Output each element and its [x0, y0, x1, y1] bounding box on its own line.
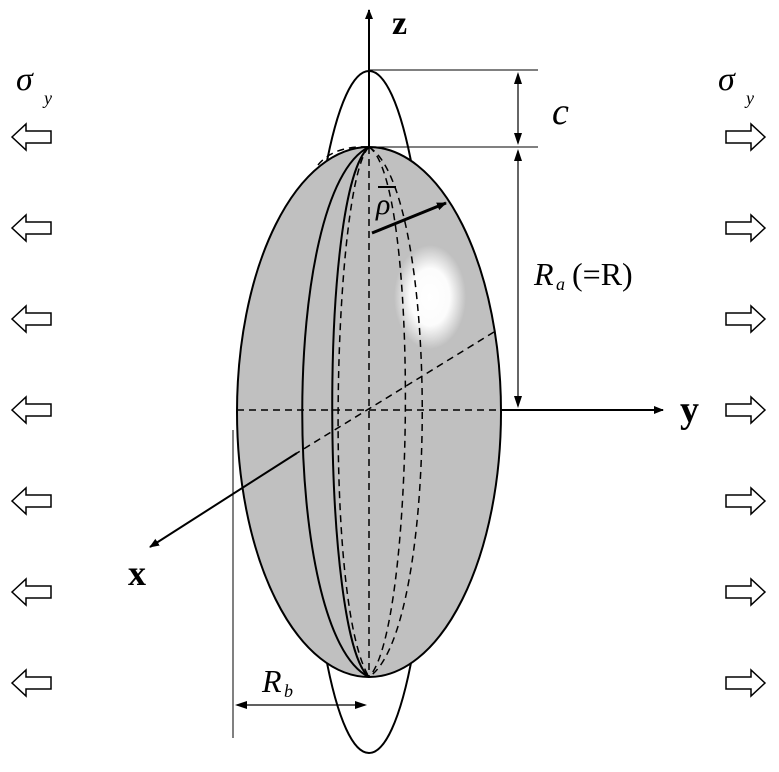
stress-arrows-left — [10, 122, 52, 698]
dim-c-arrow-bot — [514, 133, 522, 145]
meridian-front-solid — [331, 146, 370, 678]
sigma-left-label: σ — [16, 61, 34, 98]
hollow-arrow-left-icon — [10, 213, 52, 243]
rho-vector — [371, 201, 447, 235]
dim-rb-arrow-left — [235, 701, 247, 709]
hollow-arrow-right-icon — [725, 577, 767, 607]
rho-label: ρ — [375, 188, 390, 221]
top-back-dashed — [317, 146, 370, 166]
hollow-arrow-left-icon — [10, 577, 52, 607]
stress-arrows-right — [725, 122, 767, 698]
x-axis-inner — [296, 331, 495, 454]
hollow-arrow-right-icon — [725, 304, 767, 334]
hollow-arrow-left-icon — [10, 304, 52, 334]
hollow-arrow-right-icon — [725, 122, 767, 152]
hollow-arrow-right-icon — [725, 486, 767, 516]
hollow-arrow-left-icon — [10, 668, 52, 698]
z-axis-label: z — [392, 5, 407, 42]
hollow-arrow-right-icon — [725, 395, 767, 425]
hollow-arrow-right-icon — [725, 213, 767, 243]
rb-label-sub: b — [284, 681, 293, 701]
sigma-right-label: σ — [718, 61, 736, 98]
c-label: c — [552, 91, 569, 133]
meridian-hidden-2 — [368, 146, 407, 678]
hollow-arrow-left-icon — [10, 122, 52, 152]
dim-ra-arrow-top — [514, 149, 522, 161]
ra-label-extra: (=R) — [572, 256, 633, 292]
sigma-left-subscript: y — [42, 88, 52, 108]
y-axis-label: y — [680, 389, 699, 431]
sigma-right-subscript: y — [744, 88, 754, 108]
hollow-arrow-left-icon — [10, 486, 52, 516]
x-axis — [149, 452, 298, 548]
x-axis-label: x — [128, 553, 146, 593]
dim-rb-arrow-right — [355, 701, 367, 709]
ra-label-main: R — [533, 256, 554, 292]
hollow-arrow-left-icon — [10, 395, 52, 425]
meridian-front-left-dashed — [337, 146, 370, 678]
ellipsoid-highlight — [394, 245, 466, 349]
meridian-back-solid — [301, 146, 370, 678]
rb-label-main: R — [261, 663, 282, 699]
ra-label-sub: a — [556, 274, 565, 294]
hollow-arrow-right-icon — [725, 668, 767, 698]
dim-ra-arrow-bot — [514, 396, 522, 408]
dim-c-arrow-top — [514, 72, 522, 84]
